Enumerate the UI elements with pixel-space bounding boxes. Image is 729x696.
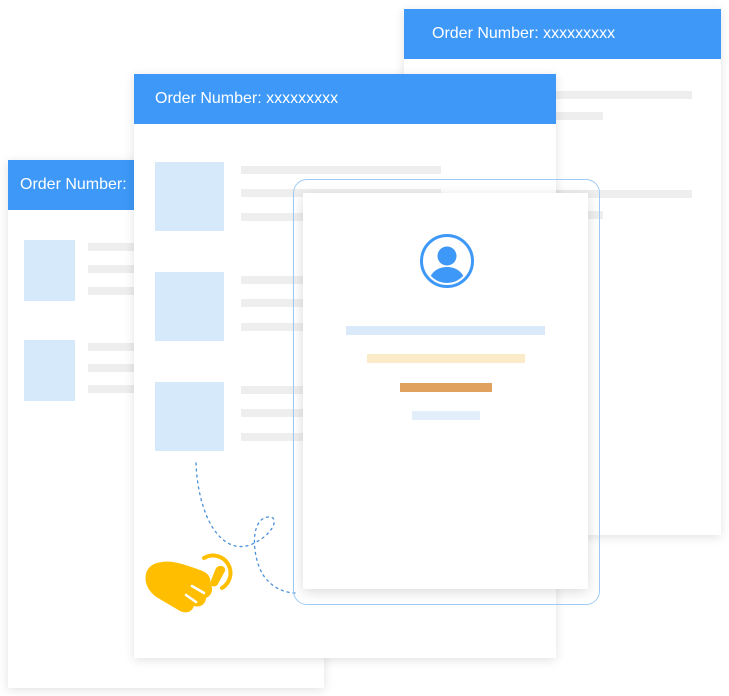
order-card-middle-title: Order Number: xxxxxxxxx <box>155 90 339 107</box>
text-placeholder-line <box>88 343 148 351</box>
item-thumbnail <box>155 162 224 231</box>
profile-name-bar <box>346 326 545 335</box>
text-placeholder-line <box>88 265 148 273</box>
text-placeholder-line <box>241 166 441 174</box>
text-placeholder-line <box>88 287 148 295</box>
profile-detail-bar <box>367 354 525 363</box>
text-placeholder-line <box>88 364 148 372</box>
profile-highlight-bar <box>400 383 492 392</box>
text-placeholder-line <box>88 385 148 393</box>
order-card-right-header: Order Number: xxxxxxxxx <box>404 9 721 59</box>
item-thumbnail <box>155 382 224 451</box>
item-thumbnail <box>155 272 224 341</box>
text-placeholder-line <box>485 190 692 198</box>
dotted-swipe-path <box>195 462 297 594</box>
order-card-left-title: Order Number: <box>20 176 127 193</box>
profile-meta-bar <box>412 411 480 420</box>
item-thumbnail <box>24 340 75 401</box>
tap-hand-icon <box>140 540 245 615</box>
item-thumbnail <box>24 240 75 301</box>
profile-card <box>303 193 588 589</box>
order-card-right-title: Order Number: xxxxxxxxx <box>432 25 616 42</box>
selection-frame <box>293 179 600 605</box>
user-avatar-icon <box>420 234 474 288</box>
order-card-middle-header: Order Number: xxxxxxxxx <box>134 74 556 124</box>
text-placeholder-line <box>485 91 692 99</box>
text-placeholder-line <box>88 243 148 251</box>
